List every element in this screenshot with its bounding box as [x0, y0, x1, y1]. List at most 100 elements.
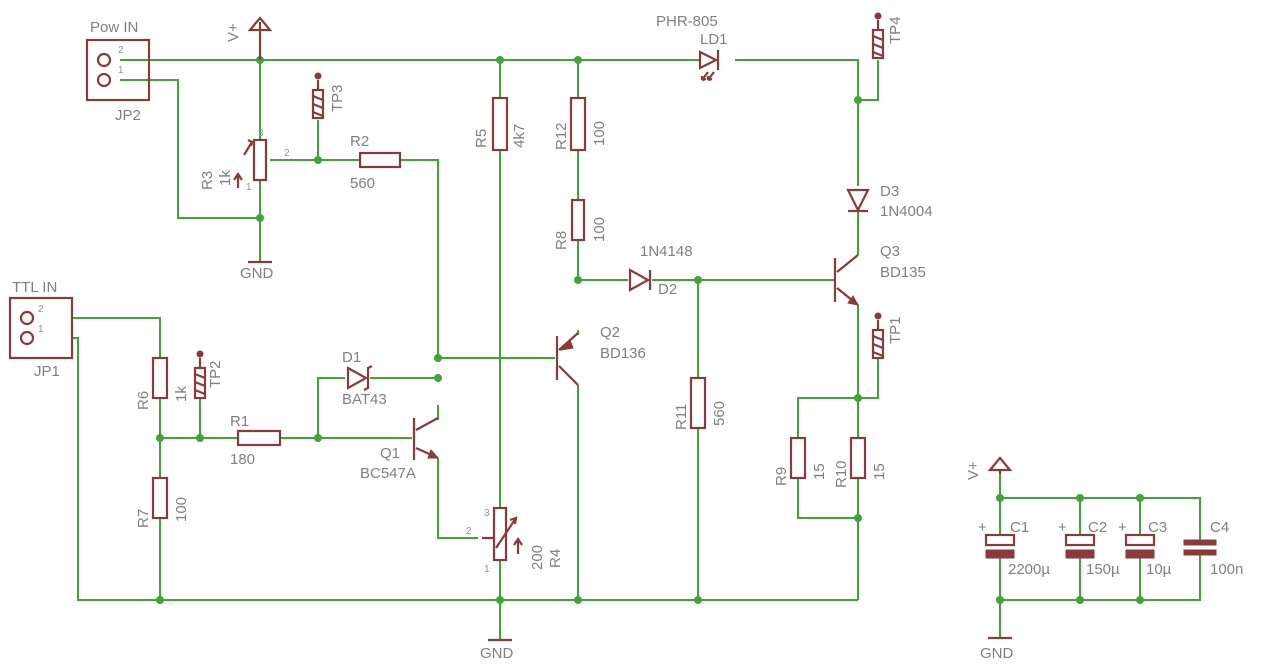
- svg-text:3: 3: [484, 508, 490, 519]
- svg-text:Q3: Q3: [880, 243, 900, 260]
- svg-text:200: 200: [529, 545, 546, 570]
- connector-jp1: 2 1 TTL IN JP1: [8, 279, 74, 380]
- svg-text:TP3: TP3: [329, 84, 346, 112]
- svg-text:C2: C2: [1088, 519, 1107, 536]
- svg-text:BD136: BD136: [600, 345, 646, 362]
- wires: [72, 59, 1201, 640]
- vplus-symbol-caps: V+: [965, 456, 1013, 480]
- svg-text:560: 560: [350, 175, 375, 192]
- svg-text:560: 560: [711, 401, 728, 426]
- svg-text:2200µ: 2200µ: [1008, 561, 1050, 578]
- label-pow-in: Pow IN: [90, 19, 138, 36]
- svg-text:V+: V+: [225, 23, 242, 42]
- testpoint-tp2: TP2: [193, 350, 224, 400]
- svg-text:1: 1: [38, 324, 44, 335]
- potentiometer-r3: 3 2 1 R3 1k: [199, 128, 290, 193]
- svg-text:PHR-805: PHR-805: [656, 13, 718, 30]
- svg-text:GND: GND: [480, 645, 514, 662]
- resistor-r7: R7 100: [135, 476, 190, 528]
- svg-text:+: +: [1118, 519, 1127, 536]
- svg-text:C4: C4: [1210, 519, 1229, 536]
- resistor-r8: R8 100: [553, 198, 608, 250]
- svg-text:R1: R1: [230, 413, 249, 430]
- label-jp1: JP1: [34, 363, 60, 380]
- svg-text:1k: 1k: [173, 386, 190, 402]
- transistor-q2: Q2 BD136: [555, 324, 646, 386]
- capacitor-c1: 1 + C1 2200µ: [978, 519, 1050, 578]
- led-ld1: PHR-805 LD1: [656, 13, 728, 82]
- svg-text:D2: D2: [658, 281, 677, 298]
- svg-text:2: 2: [118, 45, 124, 56]
- resistor-r12: R12 100: [553, 96, 608, 152]
- svg-text:BD135: BD135: [880, 264, 926, 281]
- svg-text:1: 1: [118, 65, 124, 76]
- gnd-symbol-caps: GND: [980, 636, 1014, 662]
- svg-text:R6: R6: [135, 391, 152, 410]
- svg-text:R8: R8: [553, 231, 570, 250]
- svg-text:C3: C3: [1148, 519, 1167, 536]
- svg-text:GND: GND: [240, 265, 274, 282]
- potentiometer-r4: 3 2 1 200 R4: [466, 506, 564, 575]
- svg-text:180: 180: [230, 451, 255, 468]
- label-jp2: JP2: [115, 107, 141, 124]
- diode-d2: 1N4148 D2: [628, 243, 693, 298]
- svg-text:TP4: TP4: [887, 16, 904, 44]
- svg-text:100n: 100n: [1210, 561, 1243, 578]
- testpoint-tp3: TP3: [311, 72, 346, 120]
- gnd-symbol-r3: GND: [240, 260, 274, 282]
- svg-text:2: 2: [38, 304, 44, 315]
- svg-text:2: 2: [466, 526, 472, 537]
- svg-text:1N4148: 1N4148: [640, 243, 693, 260]
- svg-text:1k: 1k: [217, 170, 234, 186]
- resistor-r1: R1 180: [230, 413, 282, 468]
- resistor-r6: R6 1k: [135, 356, 190, 410]
- svg-text:Q1: Q1: [380, 445, 400, 462]
- svg-text:R3: R3: [199, 171, 216, 190]
- svg-text:2: 2: [284, 148, 290, 159]
- diode-d3: D3 1N4004: [846, 183, 933, 220]
- svg-text:R12: R12: [553, 122, 570, 150]
- svg-text:C1: C1: [1010, 519, 1029, 536]
- gnd-symbol-bottom: GND: [480, 638, 514, 662]
- testpoint-tp1: TP1: [871, 312, 904, 360]
- svg-text:100: 100: [591, 217, 608, 242]
- vplus-symbol-top: V+: [225, 16, 273, 60]
- resistor-r10: R10 15: [833, 436, 888, 488]
- svg-text:R7: R7: [135, 509, 152, 528]
- svg-text:+: +: [1058, 519, 1067, 536]
- svg-text:R10: R10: [833, 460, 850, 488]
- svg-text:R9: R9: [773, 467, 790, 486]
- svg-text:R4: R4: [547, 549, 564, 568]
- svg-text:10µ: 10µ: [1146, 561, 1172, 578]
- transistor-q3: Q3 BD135: [833, 243, 926, 306]
- svg-text:100: 100: [173, 497, 190, 522]
- svg-text:LD1: LD1: [700, 31, 728, 48]
- svg-text:15: 15: [871, 463, 888, 480]
- transistor-q1: Q1 BC547A: [360, 417, 440, 482]
- svg-text:1: 1: [484, 564, 490, 575]
- svg-text:3: 3: [258, 128, 264, 139]
- capacitor-c4: C4 100n: [1183, 519, 1243, 578]
- svg-text:1N4004: 1N4004: [880, 203, 933, 220]
- resistor-r11: R11 560: [673, 376, 728, 430]
- svg-text:TP2: TP2: [207, 360, 224, 388]
- svg-text:1: 1: [246, 182, 252, 193]
- svg-text:V+: V+: [965, 461, 982, 480]
- testpoint-tp4: TP4: [871, 12, 904, 60]
- resistor-r9: R9 15: [773, 436, 828, 486]
- resistor-r2: R2 560: [350, 133, 402, 192]
- svg-text:15: 15: [811, 463, 828, 480]
- svg-text:4k7: 4k7: [511, 124, 528, 148]
- svg-text:TP1: TP1: [887, 316, 904, 344]
- svg-text:150µ: 150µ: [1086, 561, 1120, 578]
- connector-jp2: 2 1 Pow IN JP2: [85, 19, 151, 124]
- junctions: [156, 56, 1144, 604]
- svg-text:BC547A: BC547A: [360, 465, 416, 482]
- resistor-r5: R5 4k7: [473, 96, 528, 152]
- svg-text:R11: R11: [673, 404, 690, 430]
- svg-text:Q2: Q2: [600, 324, 620, 341]
- svg-text:+: +: [978, 519, 987, 536]
- svg-text:GND: GND: [980, 645, 1014, 662]
- label-ttl-in: TTL IN: [12, 279, 57, 296]
